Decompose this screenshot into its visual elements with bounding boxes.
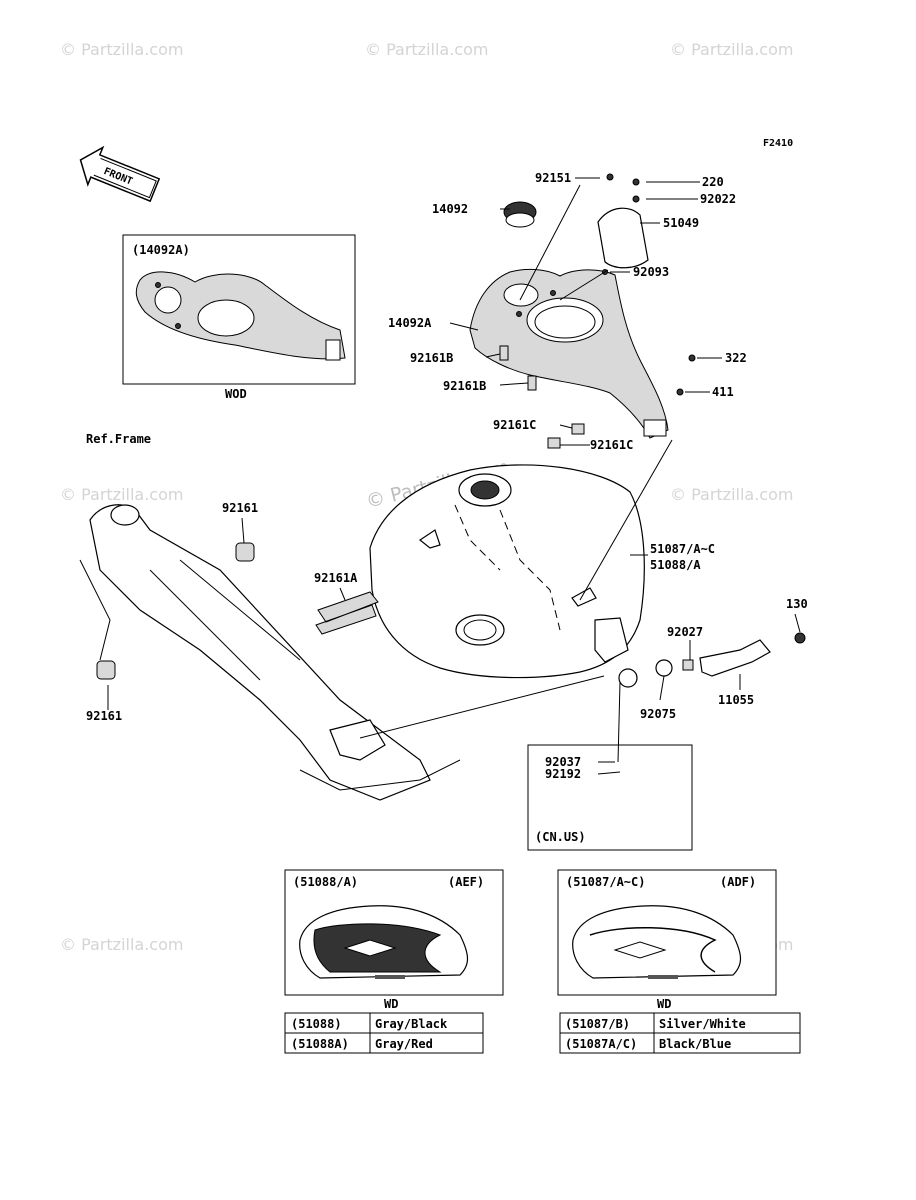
rubber-pad-icon bbox=[527, 375, 537, 391]
callout-130: 130 bbox=[786, 597, 808, 611]
rubber-pad-icon bbox=[499, 345, 509, 361]
callout-92161C: 92161C bbox=[493, 418, 536, 432]
callout-92027: 92027 bbox=[667, 625, 703, 639]
fuel-cap bbox=[503, 201, 537, 228]
front-arrow-icon: FRONT bbox=[79, 145, 161, 203]
tank-cover-panel bbox=[469, 207, 669, 439]
callout-92151: 92151 bbox=[535, 171, 571, 185]
table-cell-color: Black/Blue bbox=[659, 1037, 731, 1051]
callout-92161A: 92161A bbox=[314, 571, 358, 585]
watermark: © Partzilla.com bbox=[60, 485, 183, 504]
table-cell-model: (51088A) bbox=[291, 1037, 349, 1051]
rubber-pad-icon bbox=[547, 437, 561, 449]
color-table-adf: (51087/B) Silver/White (51087A/C) Black/… bbox=[559, 1012, 801, 1054]
figure-code: F2410 bbox=[763, 138, 793, 149]
table-cell-model: (51087/B) bbox=[565, 1017, 630, 1031]
inset-aef: (51088/A) (AEF) WD bbox=[284, 869, 504, 1011]
callout-92161B: 92161B bbox=[410, 351, 453, 365]
ref-frame-label: Ref.Frame bbox=[86, 432, 151, 446]
inset-aef-caption: WD bbox=[384, 997, 398, 1011]
rubber-damper-icon bbox=[235, 542, 255, 562]
leader-lines bbox=[107, 177, 801, 775]
fuel-cock bbox=[655, 632, 806, 677]
callout-51049: 51049 bbox=[663, 216, 699, 230]
rubber-pad-icon bbox=[571, 423, 585, 435]
watermark: © Partzilla.com bbox=[365, 40, 488, 59]
table-cell-model: (51087A/C) bbox=[565, 1037, 637, 1051]
callout-220: 220 bbox=[702, 175, 724, 189]
inset-aef-code: (AEF) bbox=[448, 875, 484, 889]
fuel-tank bbox=[369, 464, 645, 688]
callout-92022: 92022 bbox=[700, 192, 736, 206]
table-cell-model: (51088) bbox=[291, 1017, 342, 1031]
inset-adf-code: (ADF) bbox=[720, 875, 756, 889]
bolt-icon bbox=[606, 173, 614, 181]
callout-92161: 92161 bbox=[222, 501, 258, 515]
watermark: © Partzilla.com bbox=[670, 40, 793, 59]
inset-wod-caption: WOD bbox=[225, 387, 247, 401]
table-cell-color: Gray/Black bbox=[375, 1017, 448, 1031]
washer-icon bbox=[632, 195, 640, 203]
callout-92161C: 92161C bbox=[590, 438, 633, 452]
color-table-aef: (51088) Gray/Black (51088A) Gray/Red bbox=[284, 1012, 484, 1054]
watermark: © Partzilla.com bbox=[60, 40, 183, 59]
callout-14092: 14092 bbox=[432, 202, 468, 216]
watermark: © Partzilla.com bbox=[670, 485, 793, 504]
table-cell-color: Gray/Red bbox=[375, 1037, 433, 1051]
bolt-icon bbox=[688, 354, 696, 362]
callout-322: 322 bbox=[725, 351, 747, 365]
callout-92093: 92093 bbox=[633, 265, 669, 279]
callout-92037: 92037 bbox=[545, 755, 581, 769]
inset-wod-title: (14092A) bbox=[132, 243, 190, 257]
callout-92161B: 92161B bbox=[443, 379, 486, 393]
callout-411: 411 bbox=[712, 385, 734, 399]
frame bbox=[79, 504, 461, 801]
table-cell-color: Silver/White bbox=[659, 1017, 746, 1031]
inset-adf-model: (51087/A~C) bbox=[566, 875, 645, 889]
inset-adf-caption: WD bbox=[657, 997, 671, 1011]
inset-wod: (14092A) WOD bbox=[122, 234, 356, 401]
washer-icon bbox=[676, 388, 684, 396]
watermark: © Partzilla.com bbox=[60, 935, 183, 954]
screw-icon bbox=[632, 178, 640, 186]
callout-11055: 11055 bbox=[718, 693, 754, 707]
inset-aef-model: (51088/A) bbox=[293, 875, 358, 889]
rubber-damper-icon bbox=[96, 660, 116, 680]
callout-92075: 92075 bbox=[640, 707, 676, 721]
callout-14092A: 14092A bbox=[388, 316, 432, 330]
inset-adf: (51087/A~C) (ADF) WD bbox=[557, 869, 777, 1011]
callout-51088: 51088/A bbox=[650, 558, 701, 572]
rubber-strip-icon bbox=[315, 591, 379, 635]
inset-us-caption: (CN.US) bbox=[535, 830, 586, 844]
callout-92192: 92192 bbox=[545, 767, 581, 781]
callout-92161: 92161 bbox=[86, 709, 122, 723]
callout-51087: 51087/A~C bbox=[650, 542, 715, 556]
